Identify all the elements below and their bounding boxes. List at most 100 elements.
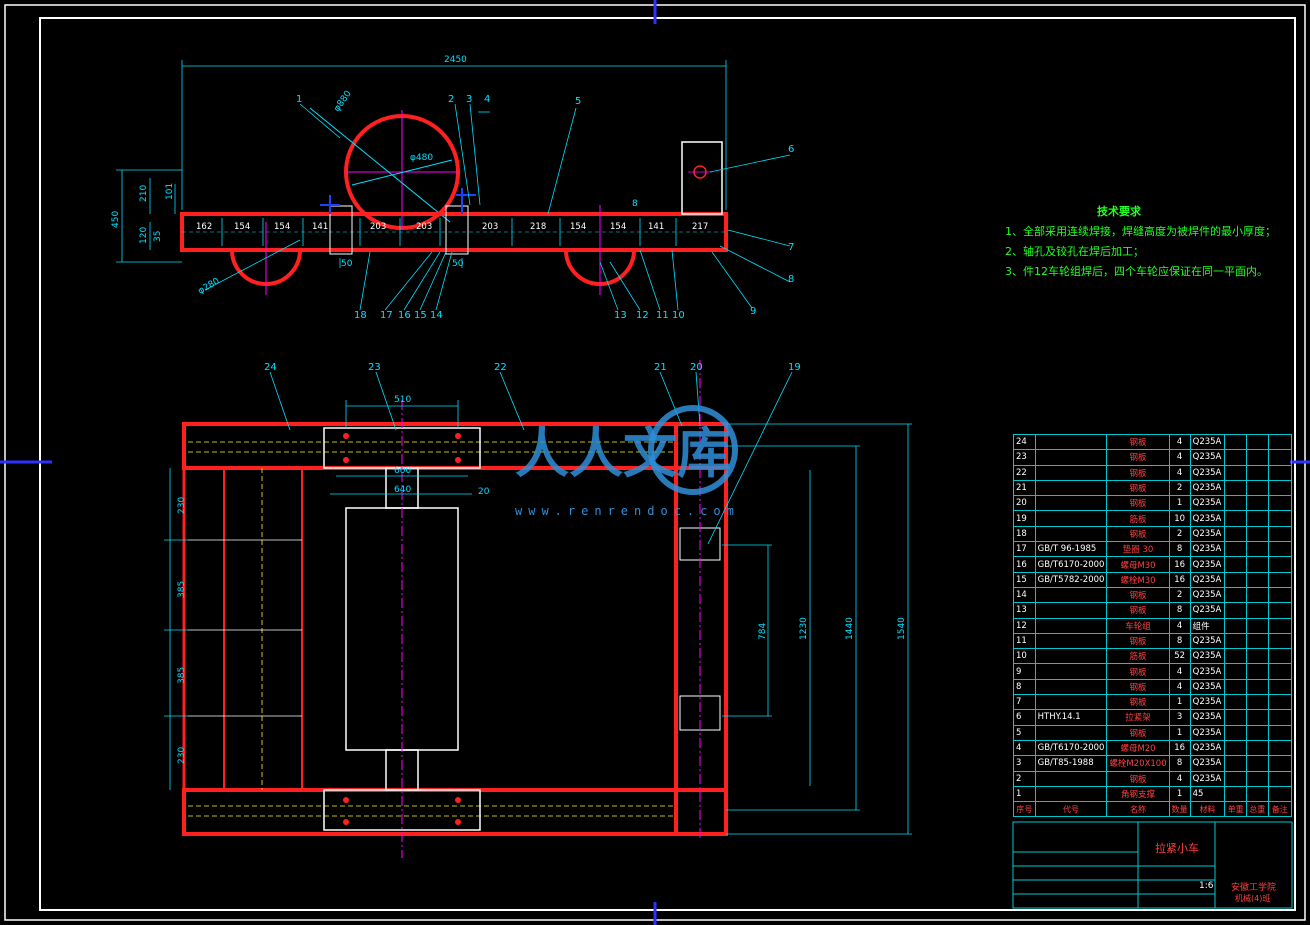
bom-header-cell: 名称: [1106, 801, 1170, 818]
bom-cell: 2: [1013, 770, 1036, 787]
top-dim-texts: 510 600 640 20 230 385 385 230 784 1230 …: [177, 395, 907, 764]
bom-cell: 10: [1013, 648, 1036, 665]
bom-cell: [1245, 663, 1269, 680]
bom-cell: Q235A: [1189, 495, 1226, 512]
bom-cell: [1267, 586, 1293, 604]
svg-text:141: 141: [648, 222, 664, 232]
right-rail: [674, 422, 728, 836]
bom-cell: [1245, 724, 1269, 741]
bom-cell: [1245, 709, 1269, 726]
bom-cell: Q235A: [1189, 663, 1226, 680]
bom-cell: [1034, 433, 1108, 451]
bom-cell: Q235A: [1189, 694, 1226, 711]
bom-cell: 14: [1013, 586, 1036, 604]
svg-text:510: 510: [394, 395, 411, 405]
bom-cell: 13: [1013, 602, 1036, 619]
bom-cell: [1267, 479, 1293, 497]
bom-cell: [1224, 694, 1247, 711]
bom-cell: [1034, 510, 1108, 527]
bom-cell: [1224, 464, 1247, 481]
svg-text:10: 10: [672, 310, 685, 321]
bom-cell: [1034, 617, 1108, 634]
bom-cell: 螺母M30: [1106, 556, 1170, 573]
svg-text:600: 600: [394, 466, 411, 476]
bom-cell: Q235A: [1189, 678, 1226, 696]
svg-text:12: 12: [636, 310, 649, 321]
bom-cell: 11: [1013, 632, 1036, 650]
bom-cell: 22: [1013, 464, 1036, 481]
bom-cell: [1267, 464, 1293, 481]
bom-cell: 3: [1013, 755, 1036, 772]
bom-cell: 8: [1013, 678, 1036, 696]
bom-cell: 2: [1168, 586, 1191, 604]
bom-cell: [1224, 678, 1247, 696]
bom-cell: [1245, 586, 1269, 604]
bom-cell: [1245, 464, 1269, 481]
dim-280: φ280: [197, 276, 222, 296]
bom-cell: 8: [1168, 632, 1191, 650]
bom-cell: 组件: [1189, 617, 1226, 634]
bom-cell: 2: [1168, 479, 1191, 497]
bom-cell: [1267, 739, 1293, 757]
svg-text:23: 23: [368, 362, 381, 373]
bom-cell: [1224, 724, 1247, 741]
bom-cell: 钢板: [1106, 663, 1170, 680]
bom-cell: [1034, 663, 1108, 680]
bom-header-cell: 单重: [1224, 801, 1247, 818]
tension-bracket: [681, 141, 723, 215]
bom-cell: [1245, 449, 1269, 466]
svg-text:20: 20: [478, 487, 490, 497]
bom-cell: [1245, 739, 1269, 757]
bom-cell: GB/T 96-1985: [1034, 541, 1108, 558]
bom-cell: [1245, 525, 1269, 543]
title-block-lines: [1012, 821, 1293, 909]
svg-text:154: 154: [274, 222, 290, 232]
svg-text:9: 9: [750, 306, 756, 317]
bom-cell: Q235A: [1189, 755, 1226, 772]
bom-cell: [1267, 709, 1293, 726]
cross-members: [188, 539, 302, 717]
scale: 1:6: [1199, 881, 1214, 891]
bom-cell: GB/T85-1988: [1034, 755, 1108, 772]
bom-cell: 18: [1013, 525, 1036, 543]
bom-header-cell: 材料: [1189, 801, 1226, 818]
bom-cell: [1034, 525, 1108, 543]
bom-cell: 3: [1168, 709, 1191, 726]
bom-cell: [1224, 785, 1247, 803]
bom-cell: [1267, 449, 1293, 466]
bom-cell: 4: [1168, 678, 1191, 696]
bom-cell: 16: [1013, 556, 1036, 573]
bom-cell: [1267, 525, 1293, 543]
bom-header-cell: 序号: [1013, 801, 1036, 818]
svg-text:19: 19: [788, 362, 801, 373]
bom-cell: [1224, 663, 1247, 680]
bom-cell: 2: [1168, 525, 1191, 543]
bom-cell: [1245, 495, 1269, 512]
bom-cell: [1245, 479, 1269, 497]
bom-cell: 4: [1168, 449, 1191, 466]
drawing-name: 拉紧小车: [1155, 842, 1199, 855]
svg-text:154: 154: [610, 222, 626, 232]
bom-cell: [1224, 632, 1247, 650]
svg-text:22: 22: [494, 362, 507, 373]
bom-cell: Q235A: [1189, 770, 1226, 787]
tech-item: 2、轴孔及铰孔在焊后加工；: [1005, 245, 1144, 258]
bom-cell: [1245, 770, 1269, 787]
bom-cell: [1245, 556, 1269, 573]
svg-text:162: 162: [196, 222, 212, 232]
bom-cell: 12: [1013, 617, 1036, 634]
svg-text:16: 16: [398, 310, 411, 321]
bom-cell: [1034, 464, 1108, 481]
school-name: 安徽工学院: [1231, 883, 1277, 893]
svg-text:8: 8: [632, 199, 638, 209]
bom-cell: [1267, 541, 1293, 558]
bom-cell: 1: [1168, 785, 1191, 803]
